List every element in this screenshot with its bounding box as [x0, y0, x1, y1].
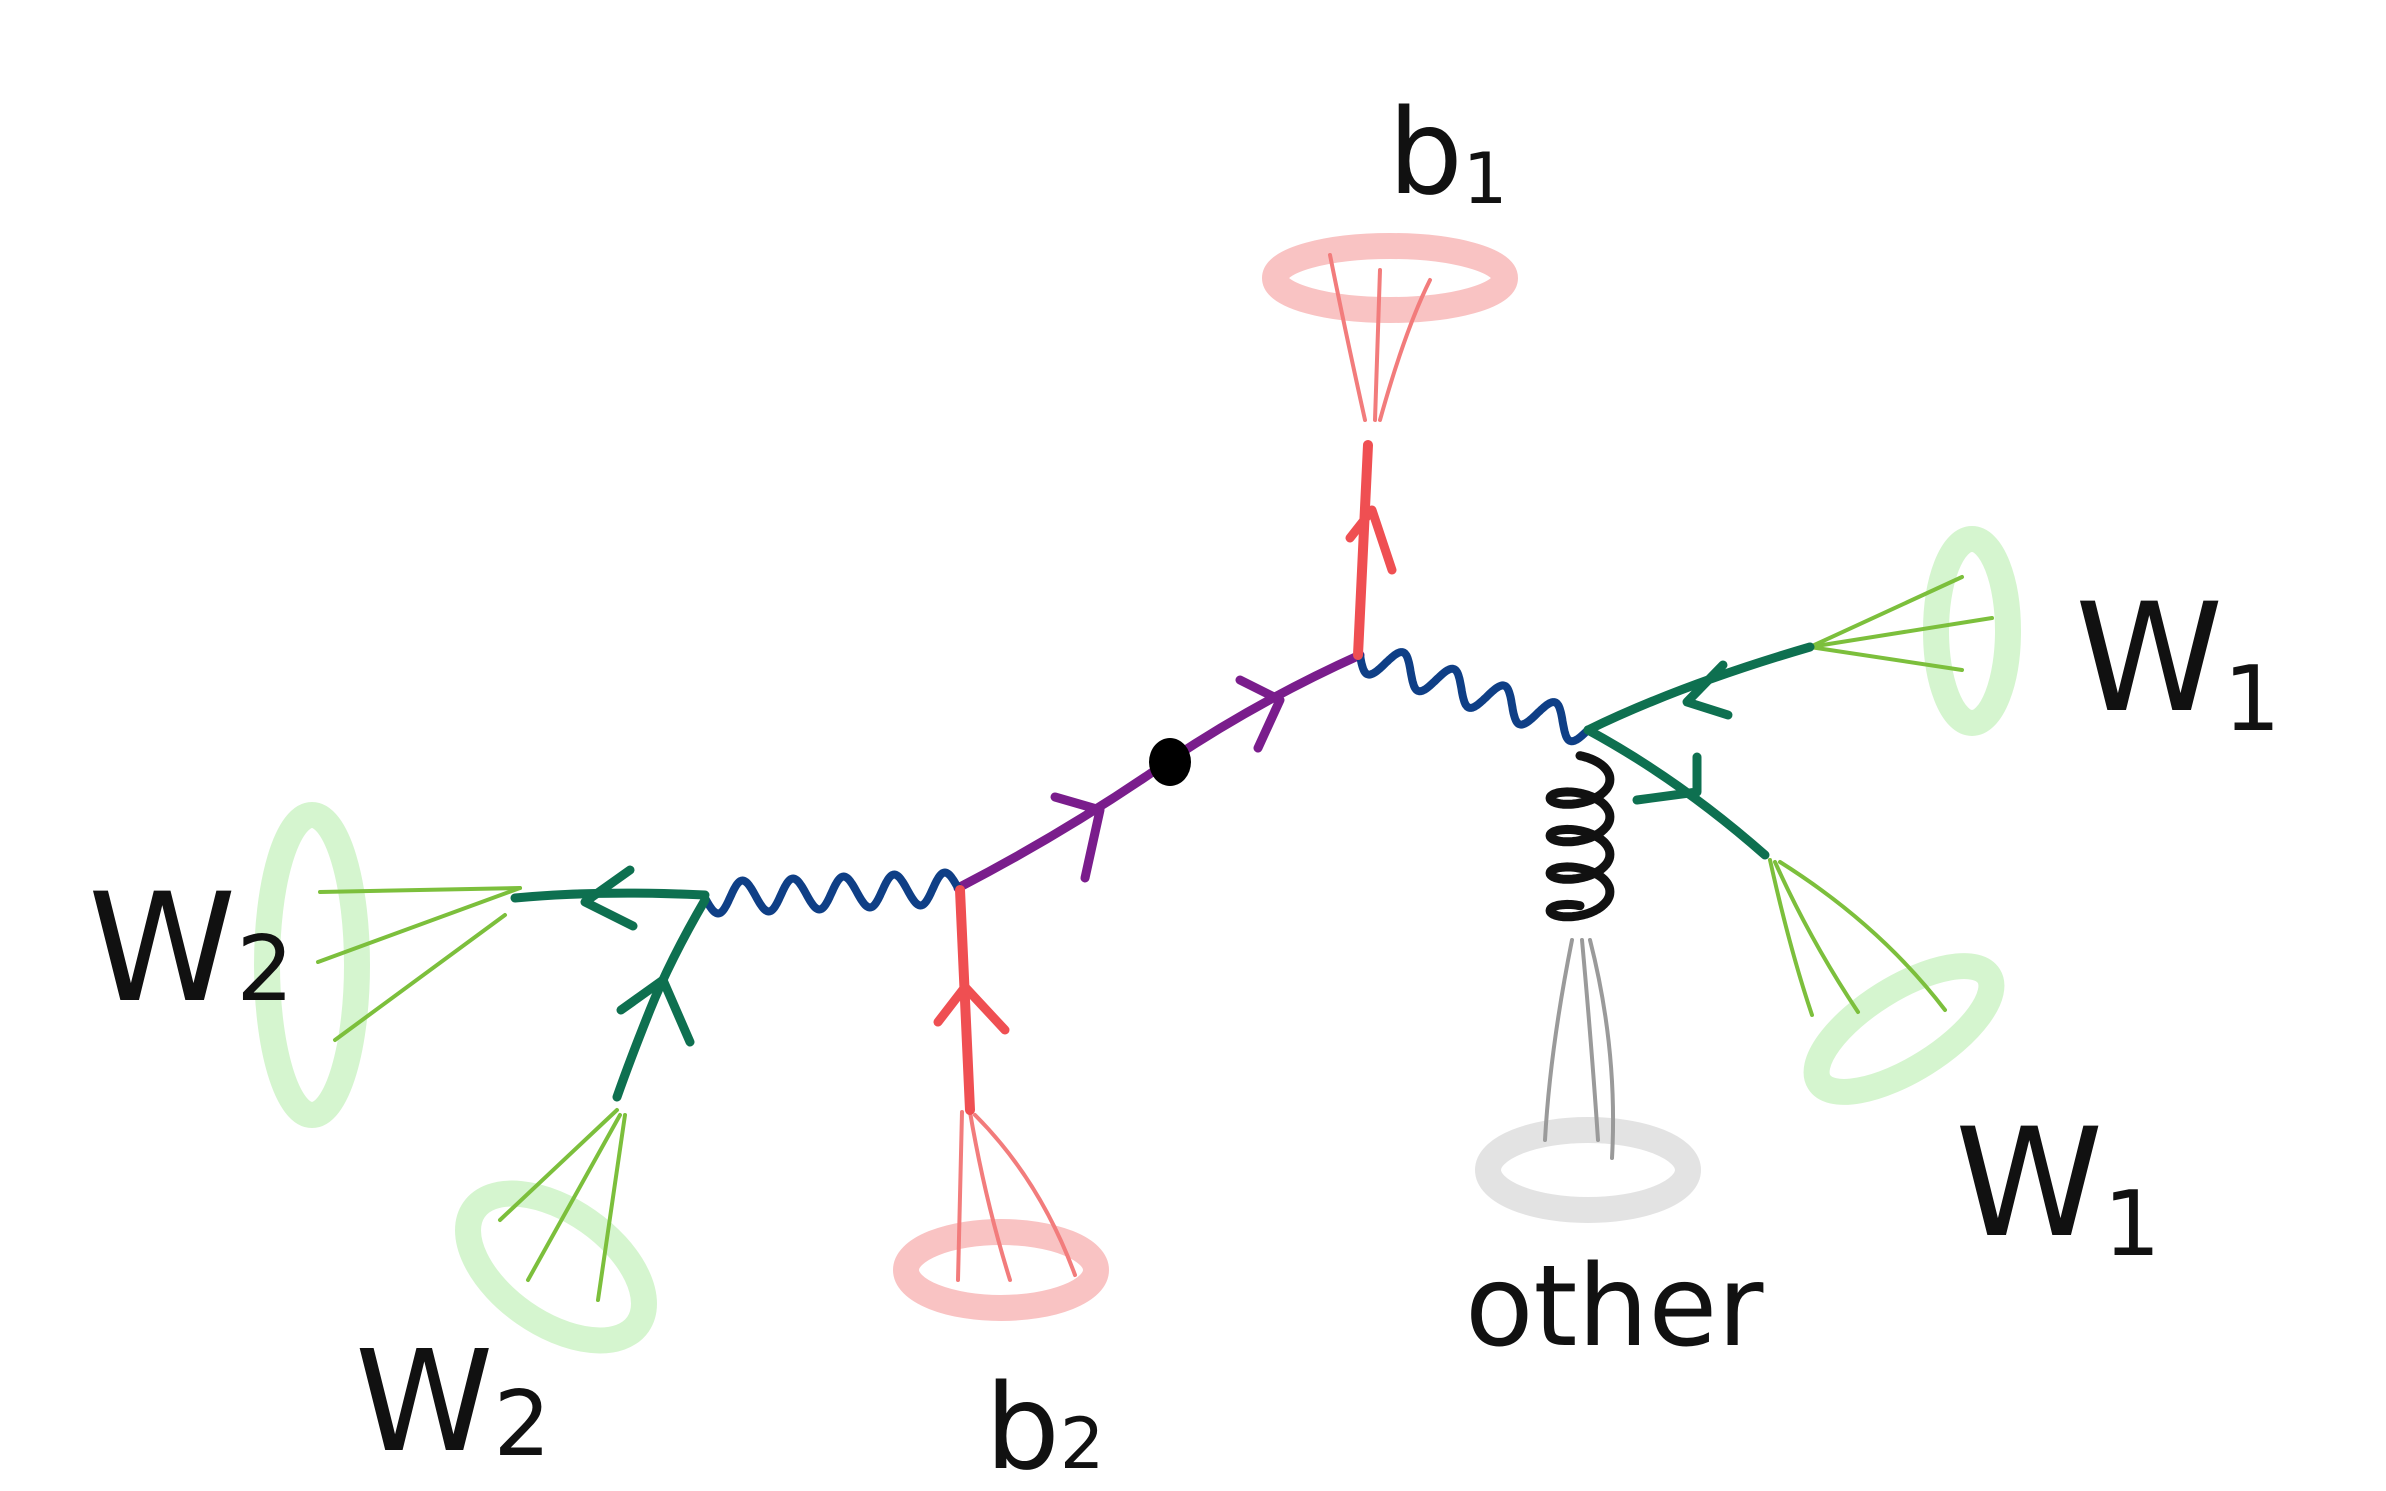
- b2-quark-line: [955, 885, 975, 1115]
- w2-bottom-jet-cone: [455, 1180, 657, 1354]
- w2-bottom-decay-line: [612, 895, 710, 1102]
- w1-bottom-jet-spray: [1768, 858, 1947, 1017]
- b2-arrow: [933, 982, 1010, 1035]
- b2-jet-cone: [893, 1219, 1109, 1321]
- label-w2-bottom: W2: [355, 1321, 551, 1484]
- b1-jet-cone: [1262, 233, 1518, 323]
- top-quark-arrow-2: [1235, 675, 1285, 753]
- w1-bottom-arrow: [1632, 752, 1702, 805]
- jet-sprays: [316, 253, 1994, 1302]
- label-other: other: [1465, 1242, 1764, 1372]
- w1-top-jet-spray: [1808, 575, 1994, 672]
- w1-top-decay-line: [1583, 642, 1815, 735]
- top-quark-arrow-1: [1050, 792, 1105, 883]
- labels: b1 b2 W1 W1 W2 W2 other: [88, 83, 2281, 1491]
- b1-quark-line: [1353, 440, 1373, 660]
- label-w1-top: W1: [2075, 572, 2281, 752]
- w2-bottom-arrow: [616, 975, 695, 1047]
- label-b1: b1: [1388, 83, 1507, 221]
- w2-left-arrow: [580, 865, 638, 931]
- other-jet-spray: [1543, 938, 1616, 1160]
- w2-bottom-jet-spray: [498, 1108, 627, 1302]
- b1-arrow: [1345, 505, 1397, 575]
- w1-top-arrow: [1682, 660, 1733, 720]
- label-w1-bottom: W1: [1955, 1097, 2161, 1277]
- w1-top-jet-cone: [1923, 526, 2021, 736]
- jet-cones: [254, 233, 2021, 1354]
- b2-jet-spray: [956, 1110, 1077, 1282]
- w1-bottom-jet-cone: [1803, 953, 2005, 1105]
- label-w2-left: W2: [88, 862, 294, 1036]
- other-jet-cone: [1475, 1117, 1701, 1223]
- w2-left-jet-spray: [316, 886, 522, 1042]
- w-boson-left: [701, 868, 962, 918]
- w2-left-decay-line: [510, 888, 710, 903]
- w1-bottom-decay-line: [1583, 725, 1770, 860]
- w-boson-right: [1356, 648, 1592, 746]
- w2-left-jet-cone: [254, 802, 370, 1128]
- b1-jet-spray: [1328, 253, 1432, 422]
- arrows: [580, 505, 1733, 1047]
- gluon-line: [1545, 751, 1615, 922]
- vertex-dot: [1149, 738, 1191, 786]
- label-b2: b2: [985, 1358, 1104, 1491]
